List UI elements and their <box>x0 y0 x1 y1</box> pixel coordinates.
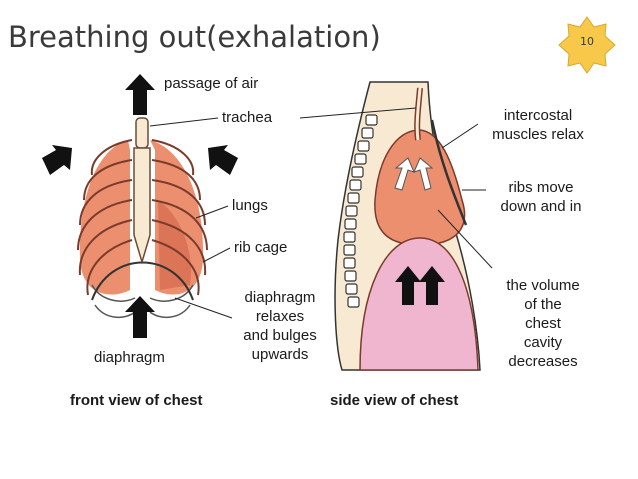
label-volume-line: of the <box>524 296 562 313</box>
side-view-illustration <box>299 81 493 371</box>
air-out-arrow-left <box>394 157 415 191</box>
trachea-tube <box>135 117 149 149</box>
air-out-arrow <box>125 74 155 115</box>
page-number: 10 <box>580 35 594 48</box>
label-diaphragm-relaxes-line: and bulges <box>243 327 317 344</box>
page-number-badge <box>558 16 616 74</box>
label-ribs-move-line: ribs move <box>508 179 574 196</box>
label-ribs-move-line: down and in <box>500 198 582 215</box>
label-lungs: lungs <box>232 197 268 214</box>
side-diaphragm <box>359 237 479 371</box>
slide-title: Breathing out(exhalation) <box>8 20 381 54</box>
label-rib-cage: rib cage <box>234 239 288 256</box>
right-squeeze-arrow <box>208 145 238 175</box>
left-lung <box>79 140 130 295</box>
label-passage-of-air: passage of air <box>164 75 259 92</box>
label-volume-line: chest <box>525 315 561 332</box>
left-squeeze-arrow <box>42 145 72 175</box>
label-ribs-move: ribs move down and in <box>486 178 596 216</box>
spine-vertebrae <box>343 114 378 308</box>
caption-front-view: front view of chest <box>70 392 203 409</box>
label-volume-line: cavity <box>523 334 563 351</box>
label-volume-line: the volume <box>506 277 580 294</box>
label-diaphragm: diaphragm <box>94 349 165 366</box>
diaphragm-up-arrow <box>125 296 155 338</box>
air-out-arrow-right <box>413 157 434 191</box>
sternum <box>133 147 151 265</box>
label-intercostal-muscles: intercostal muscles relax <box>478 106 598 144</box>
label-volume-line: decreases <box>508 353 578 370</box>
label-diaphragm-relaxes-line: relaxes <box>255 308 305 325</box>
caption-side-view: side view of chest <box>330 392 459 409</box>
label-diaphragm-relaxes: diaphragm relaxes and bulges upwards <box>230 288 330 364</box>
diaphragm-up-arrow-2 <box>419 266 445 305</box>
label-trachea: trachea <box>222 109 273 126</box>
label-diaphragm-relaxes-line: diaphragm <box>244 289 316 306</box>
rib-cage-ribs <box>77 139 208 296</box>
label-intercostal-line: intercostal <box>503 107 573 124</box>
label-intercostal-line: muscles relax <box>492 126 584 143</box>
diaphragm-up-arrow-1 <box>395 266 421 305</box>
front-view-illustration <box>42 74 238 338</box>
label-diaphragm-relaxes-line: upwards <box>251 346 309 363</box>
chest-wall <box>430 119 468 226</box>
label-volume-decreases: the volume of the chest cavity decreases <box>488 276 598 371</box>
